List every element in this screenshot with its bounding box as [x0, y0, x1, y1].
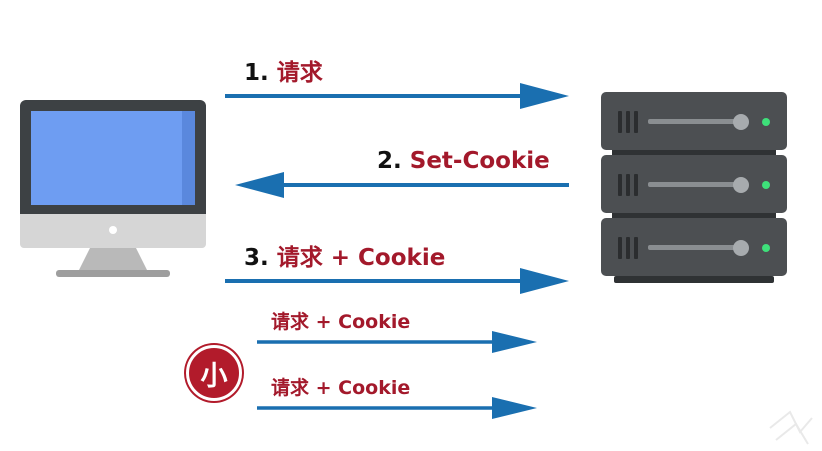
arrow-5-head	[492, 397, 537, 419]
step-1-label: 1. 请求	[244, 62, 323, 85]
arrow-3	[225, 268, 569, 294]
step-1-number: 1.	[244, 60, 269, 86]
arrow-4	[257, 331, 537, 353]
server-gap-1	[612, 150, 776, 156]
server-unit-3-vent-3	[634, 237, 638, 259]
step-2-number: 2.	[377, 148, 402, 174]
arrow-2-head	[235, 172, 284, 198]
server-unit-2-led	[762, 181, 770, 189]
watermark-mark	[769, 410, 813, 445]
arrow-3-head	[520, 268, 569, 294]
arrow-5	[257, 397, 537, 419]
server-unit-1-led	[762, 118, 770, 126]
monitor-base	[56, 270, 170, 277]
watermark-stroke-2	[775, 422, 809, 445]
arrow-4-head	[492, 331, 537, 353]
server-unit-2-knob	[733, 177, 749, 193]
server-unit-2-drive	[648, 182, 740, 187]
arrow-1-head	[520, 83, 569, 109]
server-unit-2-vent-1	[618, 174, 622, 196]
step-5-label: 请求 + Cookie	[271, 379, 410, 398]
server-unit-1-vent-2	[626, 111, 630, 133]
server-unit-1-vent-1	[618, 111, 622, 133]
arrow-2	[235, 172, 569, 198]
step-2-label: 2. Set-Cookie	[377, 150, 550, 173]
step-3-text: 请求 + Cookie	[276, 245, 446, 271]
step-2-text: Set-Cookie	[409, 148, 550, 174]
server-unit-2-vent-2	[626, 174, 630, 196]
arrow-1	[225, 83, 569, 109]
step-3-label: 3. 请求 + Cookie	[244, 247, 445, 270]
watermark-stroke-1	[769, 410, 813, 434]
server-gap-2	[612, 213, 776, 219]
server-unit-1-drive	[648, 119, 740, 124]
server-unit-3-knob	[733, 240, 749, 256]
server-unit-3-led	[762, 244, 770, 252]
desktop-computer-icon	[20, 100, 206, 277]
server-unit-3	[601, 218, 787, 276]
server-rack-foot	[614, 276, 774, 283]
server-rack-icon	[601, 92, 787, 283]
server-unit-1-knob	[733, 114, 749, 130]
server-unit-2-vent-3	[634, 174, 638, 196]
power-dot	[109, 226, 117, 234]
monitor-chin-edge	[20, 214, 206, 220]
server-unit-3-drive	[648, 245, 740, 250]
server-unit-3-vent-1	[618, 237, 622, 259]
step-1-text: 请求	[276, 60, 323, 86]
step-3-number: 3.	[244, 245, 269, 271]
server-unit-2	[601, 155, 787, 213]
monitor-neck	[78, 248, 148, 272]
step-5-text: 请求 + Cookie	[271, 377, 411, 399]
monitor-screen-shade	[182, 111, 195, 205]
logo-badge: 小	[186, 345, 242, 401]
step-4-text: 请求 + Cookie	[271, 311, 411, 333]
step-4-label: 请求 + Cookie	[271, 313, 410, 332]
server-unit-1-vent-3	[634, 111, 638, 133]
server-unit-1	[601, 92, 787, 150]
logo-badge-text: 小	[200, 360, 228, 392]
server-unit-3-vent-2	[626, 237, 630, 259]
monitor-screen	[31, 111, 195, 205]
